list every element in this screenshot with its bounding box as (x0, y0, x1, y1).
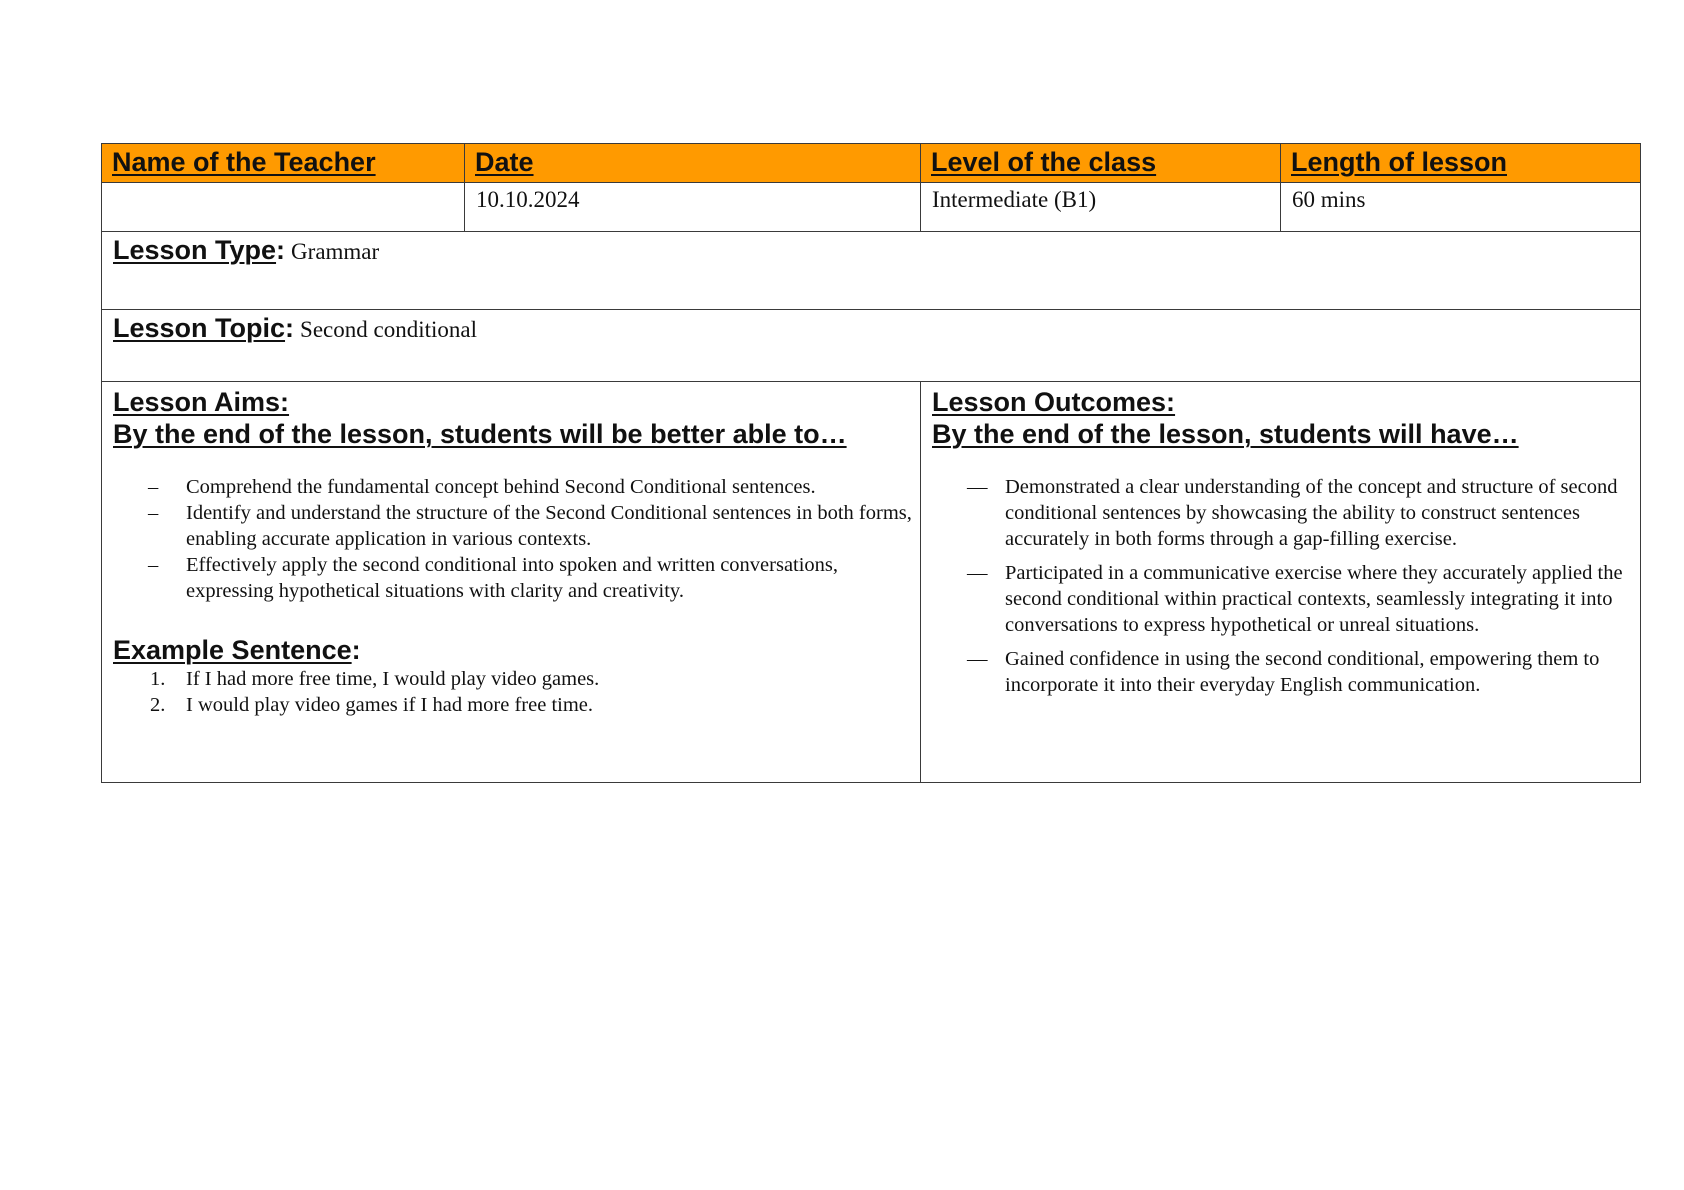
outcomes-title: Lesson Outcomes: (932, 387, 1176, 417)
dash-marker: – (148, 554, 159, 576)
list-item: —Gained confidence in using the second c… (967, 648, 1600, 696)
lesson-type-cell: Lesson Type:Grammar (101, 231, 1641, 310)
header-row: Name of the Teacher Date Level of the cl… (101, 143, 1641, 183)
example-colon: : (351, 635, 361, 665)
teacher-header-label: Name of the Teacher (112, 147, 376, 177)
info-row: 10.10.2024 Intermediate (B1) 60 mins (101, 182, 1641, 232)
aims-subtitle: By the end of the lesson, students will … (113, 419, 847, 449)
lesson-topic-row: Lesson Topic:Second conditional (101, 309, 1641, 382)
example-title: Example Sentence (113, 635, 352, 665)
outcomes-list: —Demonstrated a clear understanding of t… (921, 474, 1640, 698)
dash-marker: – (148, 502, 159, 524)
list-item: 2.I would play video games if I had more… (150, 694, 594, 716)
lesson-topic-value: Second conditional (300, 317, 477, 342)
length-cell: 60 mins (1280, 182, 1641, 232)
teacher-cell (101, 182, 465, 232)
list-item: –Identify and understand the structure o… (148, 502, 912, 550)
lesson-type-value: Grammar (291, 239, 380, 264)
lesson-plan-table: Name of the Teacher Date Level of the cl… (101, 143, 1641, 783)
aims-list: –Comprehend the fundamental concept behi… (102, 474, 920, 604)
level-header-label: Level of the class (931, 147, 1157, 177)
number-marker: 2. (150, 694, 166, 716)
example-list: 1.If I had more free time, I would play … (102, 666, 920, 718)
list-item: —Participated in a communicative exercis… (967, 562, 1623, 636)
teacher-value (102, 183, 464, 187)
dash-marker: — (967, 476, 988, 498)
dash-marker: — (967, 562, 988, 584)
date-header-cell: Date (464, 143, 921, 183)
dash-marker: — (967, 648, 988, 670)
level-value: Intermediate (B1) (932, 187, 1097, 212)
length-header-label: Length of lesson (1291, 147, 1507, 177)
example-heading: Example Sentence: (102, 634, 920, 666)
aims-title: Lesson Aims: (113, 387, 290, 417)
lesson-type-colon: : (276, 235, 286, 265)
list-item: –Effectively apply the second conditiona… (148, 554, 839, 602)
aims-heading: Lesson Aims: By the end of the lesson, s… (102, 382, 920, 450)
dash-marker: – (148, 476, 159, 498)
outcomes-subtitle: By the end of the lesson, students will … (932, 419, 1519, 449)
date-value: 10.10.2024 (476, 187, 580, 212)
aims-outcomes-row: Lesson Aims: By the end of the lesson, s… (101, 381, 1641, 783)
level-header-cell: Level of the class (920, 143, 1281, 183)
level-cell: Intermediate (B1) (920, 182, 1281, 232)
lesson-type-row: Lesson Type:Grammar (101, 231, 1641, 310)
outcomes-heading: Lesson Outcomes: By the end of the lesso… (921, 382, 1640, 450)
aims-cell: Lesson Aims: By the end of the lesson, s… (101, 381, 921, 783)
date-cell: 10.10.2024 (464, 182, 921, 232)
list-item: —Demonstrated a clear understanding of t… (967, 476, 1618, 550)
lesson-topic-label: Lesson Topic (113, 313, 286, 343)
length-header-cell: Length of lesson (1280, 143, 1641, 183)
date-header-label: Date (475, 147, 534, 177)
lesson-topic-colon: : (285, 313, 295, 343)
lesson-topic-cell: Lesson Topic:Second conditional (101, 309, 1641, 382)
list-item: 1.If I had more free time, I would play … (150, 668, 600, 690)
outcomes-cell: Lesson Outcomes: By the end of the lesso… (920, 381, 1641, 783)
length-value: 60 mins (1292, 187, 1366, 212)
number-marker: 1. (150, 668, 166, 690)
list-item: –Comprehend the fundamental concept behi… (148, 476, 816, 498)
teacher-header-cell: Name of the Teacher (101, 143, 465, 183)
lesson-type-label: Lesson Type (113, 235, 277, 265)
